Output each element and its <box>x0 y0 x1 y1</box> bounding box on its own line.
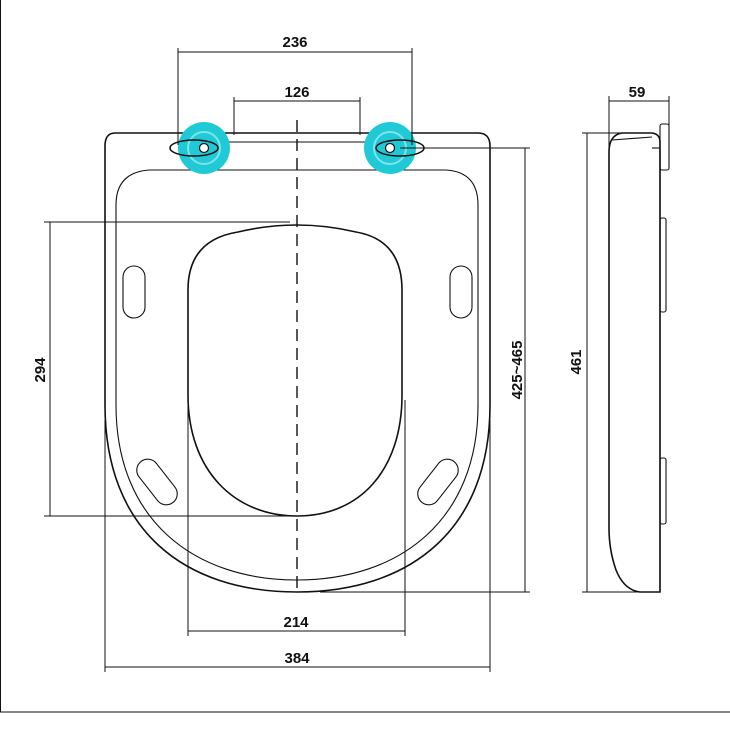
side-view-hinge-post <box>659 123 670 171</box>
dimension-seat-length-range: 425~465 <box>320 147 530 593</box>
dimension-label-hinge-outer: 236 <box>282 34 307 51</box>
dimension-label-overall-length: 461 <box>568 349 585 374</box>
dimension-opening-length: 294 <box>32 221 290 517</box>
dimension-thickness: 59 <box>608 84 670 150</box>
dimension-label-seat-length-range: 425~465 <box>509 341 526 400</box>
hinge-right-bolt <box>384 142 396 154</box>
dimension-label-overall-width: 384 <box>284 650 310 667</box>
bumper-slot-right-lower <box>417 458 459 506</box>
top-view <box>104 120 491 593</box>
dimension-label-thickness: 59 <box>629 84 646 101</box>
seat-opening-outline <box>187 224 403 517</box>
dimension-label-opening-length: 294 <box>32 357 49 383</box>
dimension-label-opening-width: 214 <box>283 614 309 631</box>
hinge-left-bolt <box>198 142 210 154</box>
dimension-hinge-outer: 236 <box>177 34 413 145</box>
dimension-opening-width: 214 <box>187 400 406 636</box>
hinge-left-slot <box>169 139 219 157</box>
bumper-slot-right-upper <box>449 265 473 319</box>
hinge-left-inner-ring <box>187 131 221 165</box>
dimension-hinge-inner: 126 <box>233 84 361 135</box>
bumper-slot-left-upper <box>122 265 146 319</box>
side-view-bumper-upper <box>659 217 667 313</box>
seat-outer-outline <box>104 132 491 593</box>
side-view-bumper-lower <box>659 457 667 525</box>
dimension-label-hinge-inner: 126 <box>284 84 309 101</box>
dimension-overall-length: 461 <box>568 132 640 593</box>
side-view <box>608 123 670 593</box>
side-view-lid-edge <box>611 136 653 141</box>
dimension-overall-width: 384 <box>104 420 491 672</box>
bumper-slot-left-lower <box>136 458 178 506</box>
hinge-left <box>169 122 230 174</box>
side-view-outline <box>608 132 661 593</box>
